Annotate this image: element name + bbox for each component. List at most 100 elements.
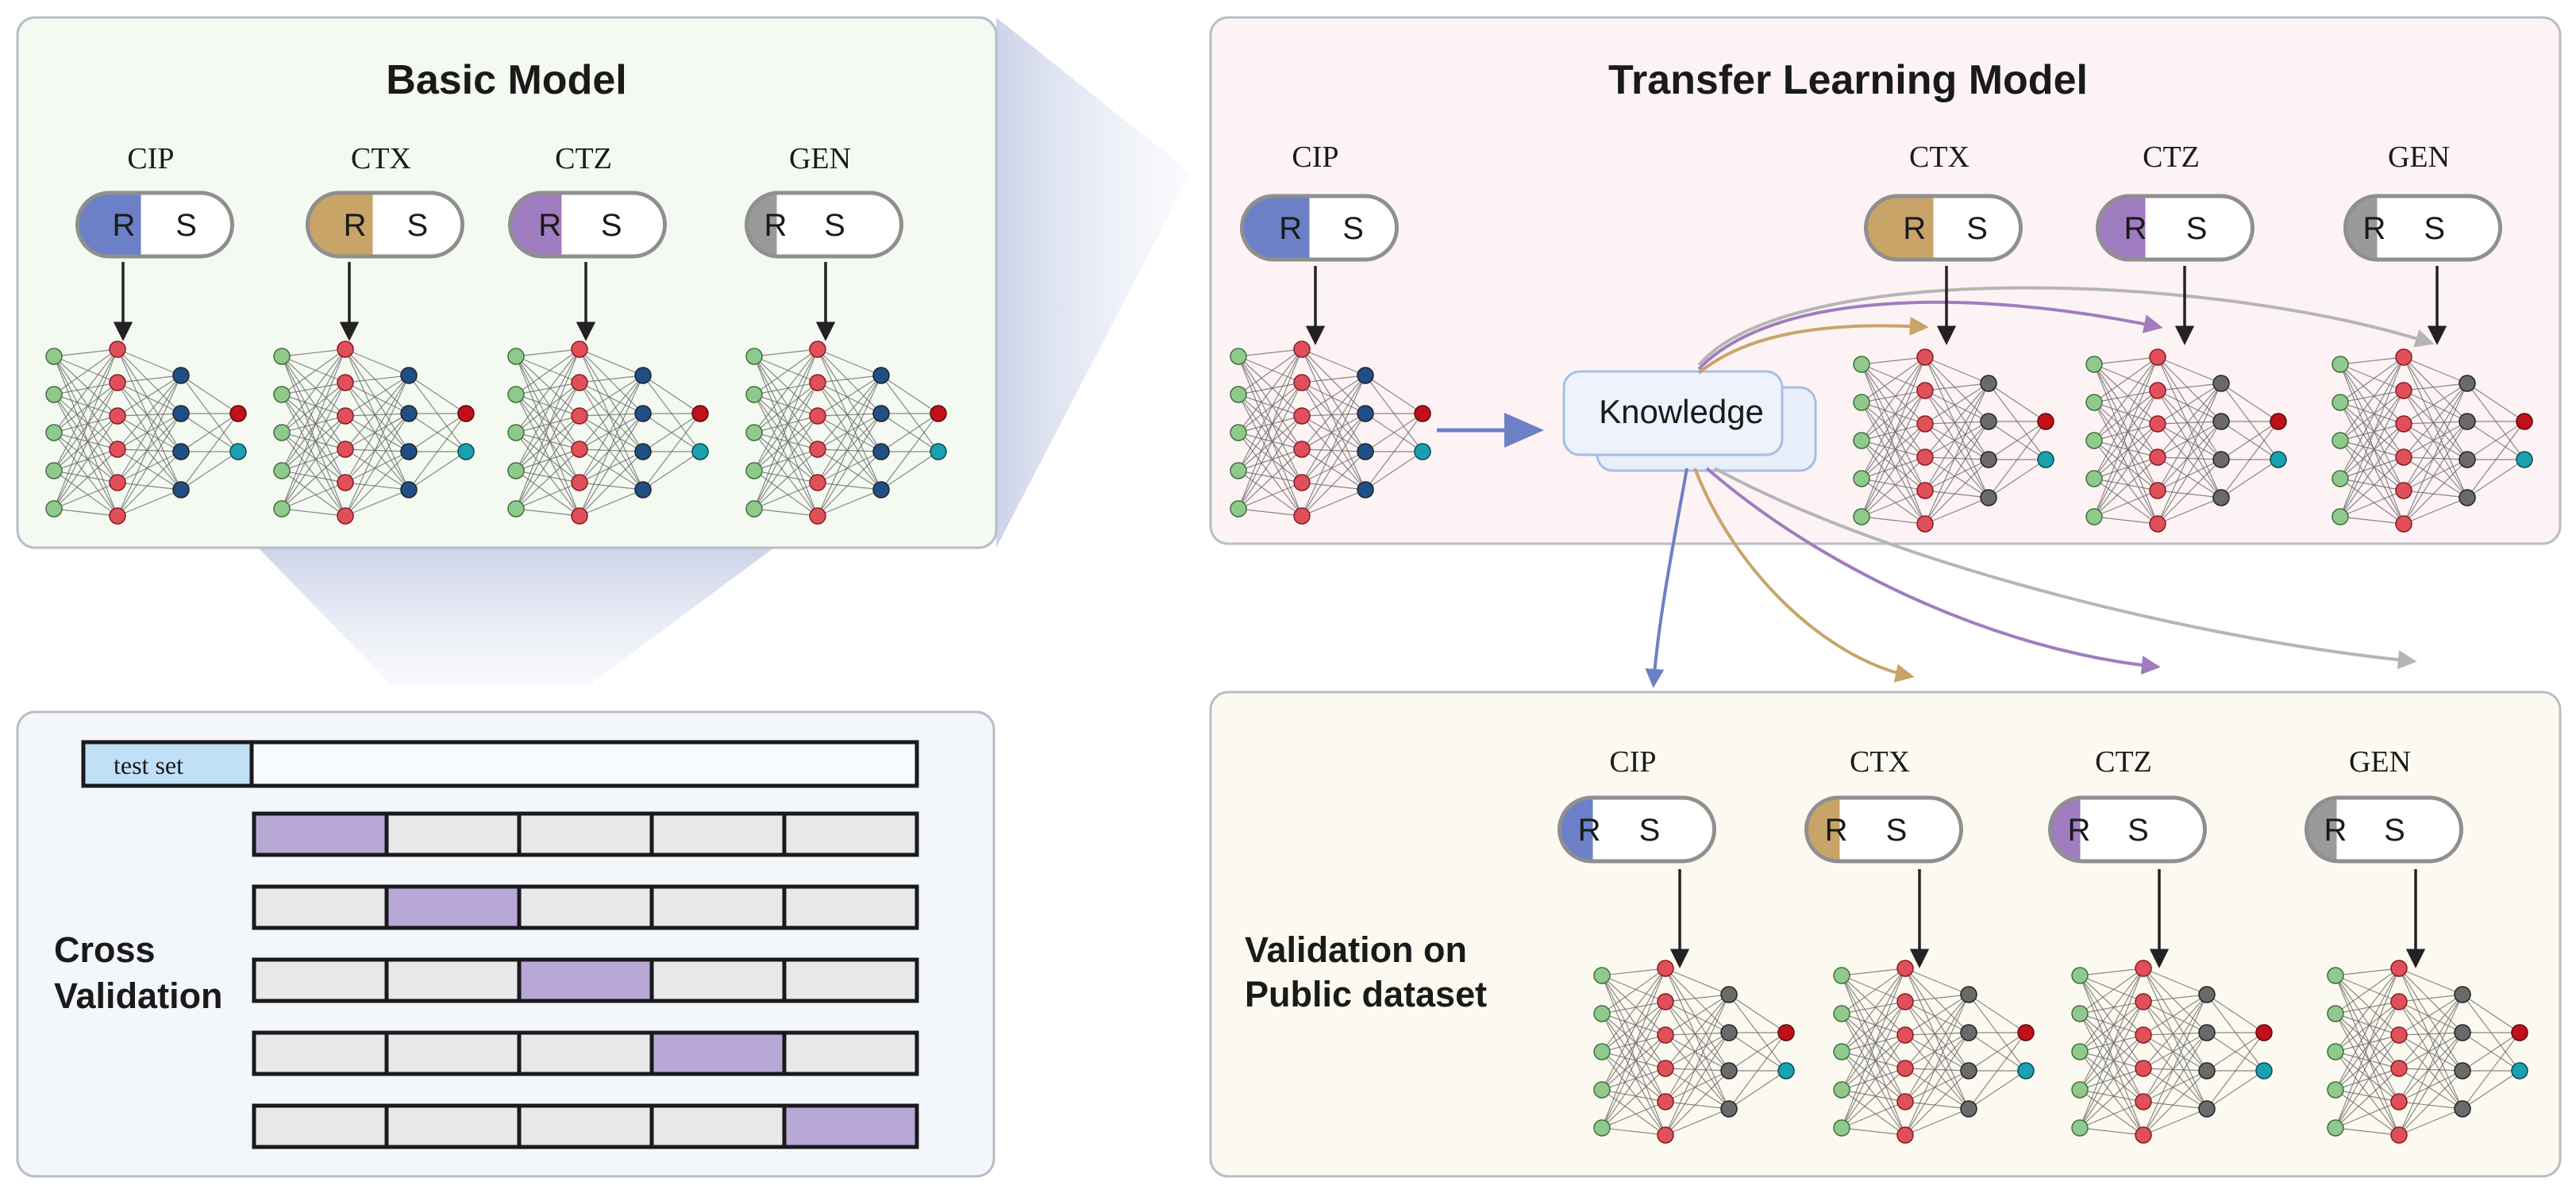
neural-network [1230, 341, 1431, 525]
resistant-label: R [1578, 813, 1601, 848]
drug-name-cip: CIP [127, 142, 174, 175]
susceptible-label: S [175, 208, 197, 243]
susceptible-label: S [406, 208, 428, 243]
fold-segment-highlight [252, 811, 389, 857]
test-set-segment [81, 740, 254, 788]
fold-segment [517, 1103, 654, 1149]
resistant-label: R [1825, 813, 1848, 848]
cross-validation-title-line2: Validation [54, 976, 223, 1016]
susceptible-label: S [2127, 813, 2149, 848]
basic-model-title: Basic Model [386, 57, 626, 103]
drug-pill-cip: R S CIP [1240, 140, 1399, 262]
fold-segment [649, 1103, 787, 1149]
drug-name-ctz: CTZ [2143, 140, 2200, 174]
susceptible-label: S [2186, 211, 2208, 246]
validation-title-line1: Validation on [1245, 929, 1467, 970]
cross-validation-title-line1: Cross [54, 929, 156, 970]
drug-name-cip: CIP [1292, 140, 1338, 174]
resistant-label: R [2324, 813, 2347, 848]
drug-pill-ctx: R S CTX [1804, 745, 1963, 864]
test-set-label: test set [114, 751, 183, 779]
fold-segment [782, 884, 919, 930]
resistant-label: R [113, 208, 136, 243]
resistant-label: R [1903, 211, 1926, 246]
neural-network [45, 341, 247, 525]
fold-segment [252, 1103, 389, 1149]
neural-network [745, 341, 947, 525]
knowledge-box: Knowledge [1562, 370, 1817, 472]
neural-network [2071, 960, 2273, 1144]
fold-segment [384, 1103, 522, 1149]
resistant-label: R [2124, 211, 2147, 246]
fold-segment [517, 884, 654, 930]
fold-segment [517, 811, 654, 857]
resistant-label: R [2363, 211, 2386, 246]
susceptible-label: S [1342, 211, 1364, 246]
neural-network [507, 341, 709, 525]
fold-segment-highlight [384, 884, 522, 930]
fold-segment [384, 957, 522, 1003]
neural-network [2327, 960, 2528, 1144]
fold-segment [782, 811, 919, 857]
transfer-arrow-gen [1697, 286, 2435, 367]
basic-model-panel [16, 16, 998, 549]
neural-network [1833, 960, 2035, 1144]
validation-arrow-ctz [1705, 467, 2161, 675]
fold-segment [782, 957, 919, 1003]
validation-arrow-cip [1645, 468, 1688, 688]
validation-arrow-ctx [1693, 468, 1915, 683]
drug-name-ctx: CTX [351, 142, 411, 175]
transfer-learning-title: Transfer Learning Model [1608, 57, 2088, 103]
resistant-segment [1242, 196, 1310, 260]
resistant-label: R [764, 208, 787, 243]
drug-name-ctz: CTZ [2095, 745, 2152, 779]
resistant-segment [307, 193, 373, 256]
drug-name-gen: GEN [2388, 140, 2450, 174]
drug-pill-gen: R S GEN [2305, 745, 2463, 864]
resistant-label: R [538, 208, 561, 243]
drug-pill-ctx: R S CTX [306, 142, 464, 259]
neural-network [2085, 348, 2287, 533]
validation-arrow-gen [1714, 467, 2417, 670]
validation-title-line2: Public dataset [1245, 974, 1487, 1014]
susceptible-label: S [1886, 813, 1908, 848]
resistant-label: R [344, 208, 367, 243]
fold-segment [252, 957, 389, 1003]
fold-segment [649, 957, 787, 1003]
susceptible-label: S [1639, 813, 1661, 848]
fold-segment [782, 1030, 919, 1076]
drug-name-ctx: CTX [1909, 140, 1970, 174]
drug-name-gen: GEN [789, 142, 851, 175]
drug-pill-ctz: R S CTZ [508, 142, 667, 259]
neural-network [1593, 960, 1795, 1144]
resistant-label: R [2068, 813, 2091, 848]
validation-panel [1209, 691, 2562, 1178]
knowledge-label: Knowledge [1599, 393, 1764, 430]
fold-segment [517, 1030, 654, 1076]
susceptible-label: S [2384, 813, 2405, 848]
susceptible-label: S [2424, 211, 2445, 246]
resistant-segment [1866, 196, 1934, 260]
transfer-arrow-ctx [1697, 316, 1929, 375]
drug-name-ctz: CTZ [555, 142, 612, 175]
neural-network [273, 341, 475, 525]
resistant-label: R [1279, 211, 1302, 246]
fold-segment [252, 1030, 389, 1076]
zoom-wedge-right [996, 17, 1191, 548]
fold-segment-highlight [649, 1030, 787, 1076]
drug-name-ctx: CTX [1850, 745, 1910, 779]
neural-networks [45, 341, 2533, 1144]
neural-network [2331, 348, 2533, 533]
drug-name-gen: GEN [2349, 745, 2411, 779]
zoom-wedge-down [258, 548, 774, 687]
drug-pill-ctz: R S CTZ [2096, 140, 2254, 262]
fold-segment-highlight [517, 957, 654, 1003]
cross-validation-folds: test set [81, 740, 919, 1149]
susceptible-label: S [601, 208, 622, 243]
